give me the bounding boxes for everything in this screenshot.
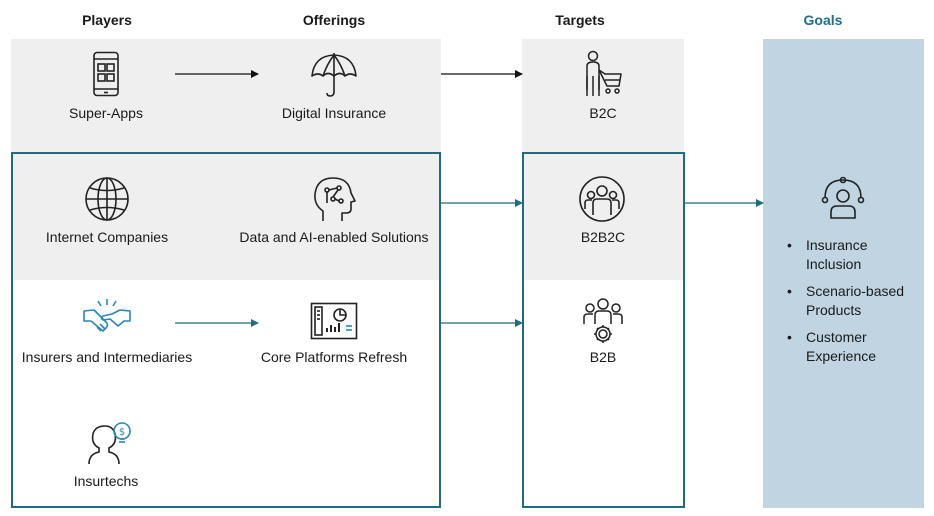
- player-label-super-apps: Super-Apps: [69, 105, 143, 121]
- smartphone-icon: [88, 51, 124, 97]
- group-gear-icon: [580, 296, 626, 344]
- dashboard-icon: [310, 302, 358, 340]
- super-apps-row-panel: [11, 39, 441, 152]
- goal-item: Scenario-based Products: [779, 282, 919, 320]
- header-offerings: Offerings: [302, 12, 366, 28]
- ai-head-icon: [311, 175, 357, 223]
- target-label-b2c: B2C: [589, 105, 617, 121]
- goal-item: Insurance Inclusion: [779, 236, 919, 274]
- target-label-b2b2c: B2B2C: [580, 229, 626, 245]
- header-goals: Goals: [803, 12, 843, 28]
- person-idea-icon: $: [85, 420, 133, 466]
- globe-icon: [84, 176, 130, 222]
- player-label-insurtechs: Insurtechs: [73, 473, 139, 489]
- players-offerings-frame: [11, 152, 441, 508]
- player-label-insurers-intermediaries: Insurers and Intermediaries: [21, 349, 193, 365]
- header-targets: Targets: [555, 12, 605, 28]
- player-label-internet-companies: Internet Companies: [45, 229, 169, 245]
- targets-frame: [522, 152, 685, 508]
- offering-label-core-platforms: Core Platforms Refresh: [260, 349, 408, 365]
- offering-label-digital-insurance: Digital Insurance: [281, 105, 387, 121]
- b2b2c-panel: [522, 152, 684, 280]
- offering-label-ai-solutions: Data and AI-enabled Solutions: [239, 229, 429, 245]
- svg-text:$: $: [119, 427, 125, 438]
- handshake-icon: [82, 297, 132, 339]
- shopper-cart-icon: [581, 50, 625, 98]
- target-label-b2b: B2B: [589, 349, 617, 365]
- goal-item: Customer Experience: [779, 328, 919, 366]
- umbrella-icon: [309, 52, 359, 98]
- header-players: Players: [82, 12, 132, 28]
- b2c-panel: [522, 39, 684, 152]
- group-circle-icon: [578, 175, 626, 223]
- internet-row-panel: [11, 152, 441, 280]
- goals-list: Insurance Inclusion Scenario-based Produ…: [779, 236, 919, 374]
- person-network-icon: [819, 176, 867, 222]
